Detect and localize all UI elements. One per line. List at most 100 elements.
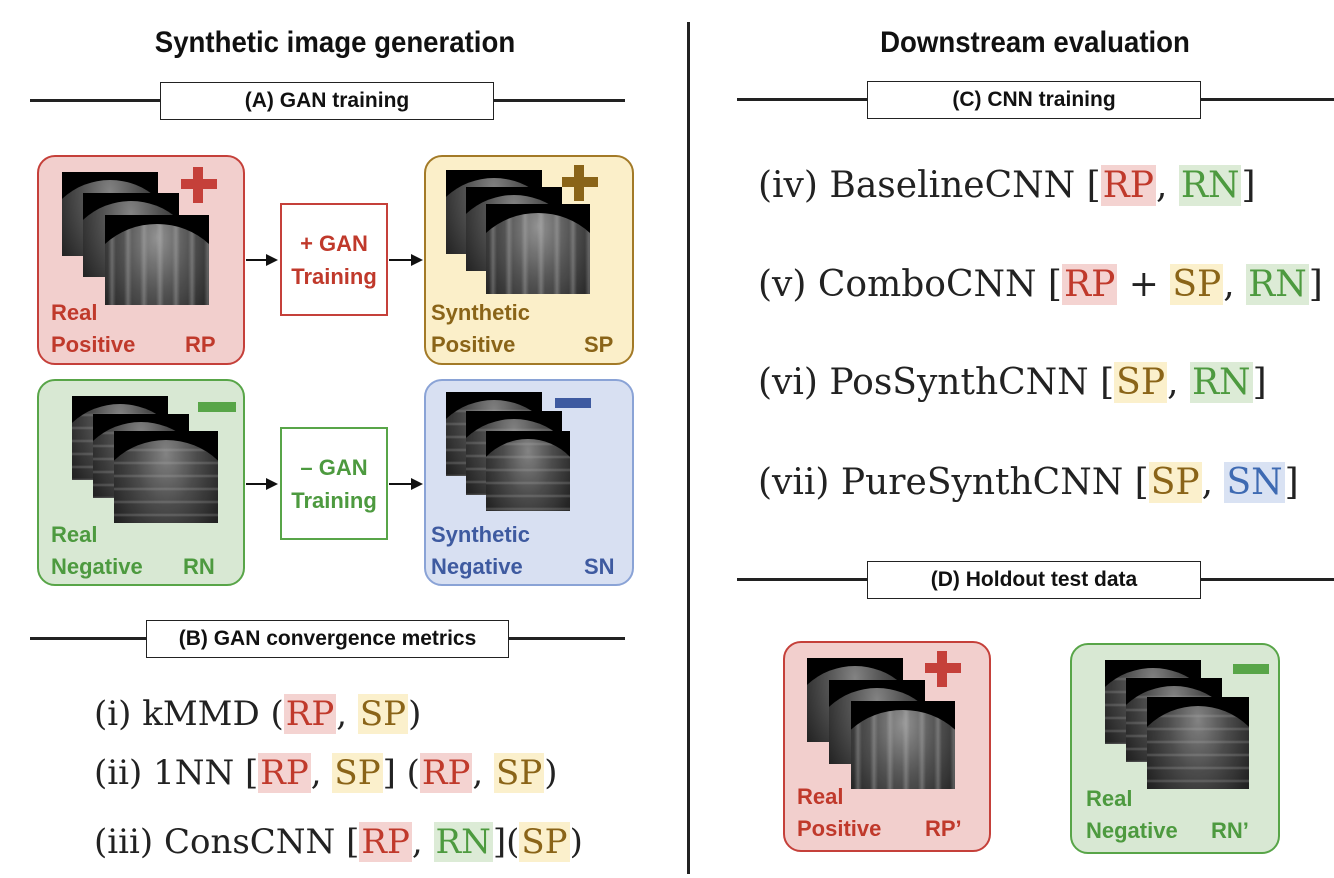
tag-rp: RP [419,753,473,793]
formula-text: ]( [492,822,520,862]
formula-text: ) [408,694,422,734]
formula-text: , [1155,165,1179,206]
arrow [389,259,412,261]
cnn-iv: (iv) BaselineCNN [RP, RN] [758,165,1256,206]
panel-label-line2: Negative [431,554,523,579]
panel-label-line2: Positive [431,332,516,357]
panel-abbr: RN’ [1211,818,1249,843]
panel-abbr: SN [584,554,615,579]
panel-label-line1: Real [51,300,98,325]
section-d-label: (D) Holdout test data [867,561,1201,599]
metric-iii: (iii) ConsCNN [RP, RN](SP) [94,822,583,862]
panel-abbr: RN [183,554,215,579]
formula-text: (iii) ConsCNN [ [94,822,360,862]
arrow-head [411,478,423,490]
panel-label-line1: Real [797,784,844,809]
holdout-real-negative-panel: Real Negative RN’ [1070,643,1280,854]
formula-text: , [1223,264,1247,305]
arrow [389,483,412,485]
formula-text: ) [544,753,558,793]
tag-sp: SP [1148,462,1202,503]
ultrasound-image-icon [486,431,570,511]
synthetic-positive-panel: Synthetic Positive SP [424,155,634,365]
tag-sn: SN [1224,462,1285,503]
metric-ii: (ii) 1NN [RP, SP] (RP, SP) [94,753,557,793]
cnn-v: (v) ComboCNN [RP + SP, RN] [758,264,1323,305]
formula-text: , [411,822,434,862]
formula-text: ] [1284,462,1299,503]
minus-icon [555,398,591,408]
minus-icon [198,402,236,412]
tag-rn: RN [433,822,493,862]
formula-text: (i) kMMD ( [94,694,284,734]
tag-sp: SP [332,753,383,793]
formula-text: ] [1252,362,1267,403]
cnn-vii: (vii) PureSynthCNN [SP, SN] [758,462,1299,503]
tag-rp: RP [283,694,337,734]
plus-icon [181,167,217,203]
arrow [246,259,266,261]
panel-label-line2: Positive [51,332,136,357]
panel-label-line1: Synthetic [431,300,531,325]
tag-rp: RP [258,753,311,793]
formula-text: (v) ComboCNN [ [758,264,1062,305]
right-heading: Downstream evaluation [880,26,1190,59]
ultrasound-image-icon [1147,697,1249,789]
arrow-head [266,254,278,266]
arrow [246,483,266,485]
tag-rp: RP [1100,165,1156,206]
formula-text: , [472,753,495,793]
center-divider [687,22,690,874]
panel-abbr: RP [185,332,216,357]
ultrasound-image-icon [114,431,218,523]
tag-rn: RN [1189,362,1253,403]
tag-sp: SP [494,753,545,793]
ultrasound-image-icon [105,215,209,305]
tag-sp: SP [1114,362,1168,403]
tag-rn: RN [1178,165,1242,206]
arrow-head [266,478,278,490]
panel-label-line2: Negative [51,554,143,579]
panel-abbr: SP [584,332,614,357]
formula-text: (vii) PureSynthCNN [ [758,462,1149,503]
formula-text: , [310,753,333,793]
real-negative-panel: Real Negative RN [37,379,245,586]
formula-text: , [1201,462,1225,503]
formula-text: ) [569,822,583,862]
section-b-label: (B) GAN convergence metrics [146,620,509,658]
left-heading: Synthetic image generation [154,26,516,59]
minus-icon [1233,664,1269,674]
formula-text: + [1117,264,1171,305]
cnn-vi: (vi) PosSynthCNN [SP, RN] [758,362,1267,403]
ultrasound-image-icon [851,701,955,789]
formula-text: (iv) BaselineCNN [ [758,165,1101,206]
panel-label-line1: Real [1086,786,1133,811]
tag-sp: SP [357,694,409,734]
tag-sp: SP [1170,264,1224,305]
tag-rp: RP [359,822,412,862]
formula-text: (vi) PosSynthCNN [ [758,362,1115,403]
tag-rp: RP [1061,264,1118,305]
tag-sp: SP [519,822,570,862]
formula-text: , [1167,362,1190,403]
negative-gan-training-box: – GAN Training [280,427,388,540]
panel-abbr: RP’ [925,816,962,841]
formula-text: (ii) 1NN [ [94,753,259,793]
plus-icon [925,651,961,687]
metric-i: (i) kMMD (RP, SP) [94,694,421,734]
panel-label-line1: Real [51,522,98,547]
plus-icon [562,165,598,201]
formula-text: ] [1308,264,1323,305]
arrow-head [411,254,423,266]
synthetic-negative-panel: Synthetic Negative SN [424,379,634,586]
ultrasound-image-icon [486,204,590,294]
positive-gan-training-box: + GAN Training [280,203,388,316]
formula-text: ] [1241,165,1256,206]
real-positive-panel: Real Positive RP [37,155,245,365]
section-a-label: (A) GAN training [160,82,494,120]
formula-text: ] ( [382,753,420,793]
panel-label-line2: Positive [797,816,882,841]
panel-label-line2: Negative [1086,818,1178,843]
panel-label-line1: Synthetic [431,522,531,547]
tag-rn: RN [1246,264,1309,305]
